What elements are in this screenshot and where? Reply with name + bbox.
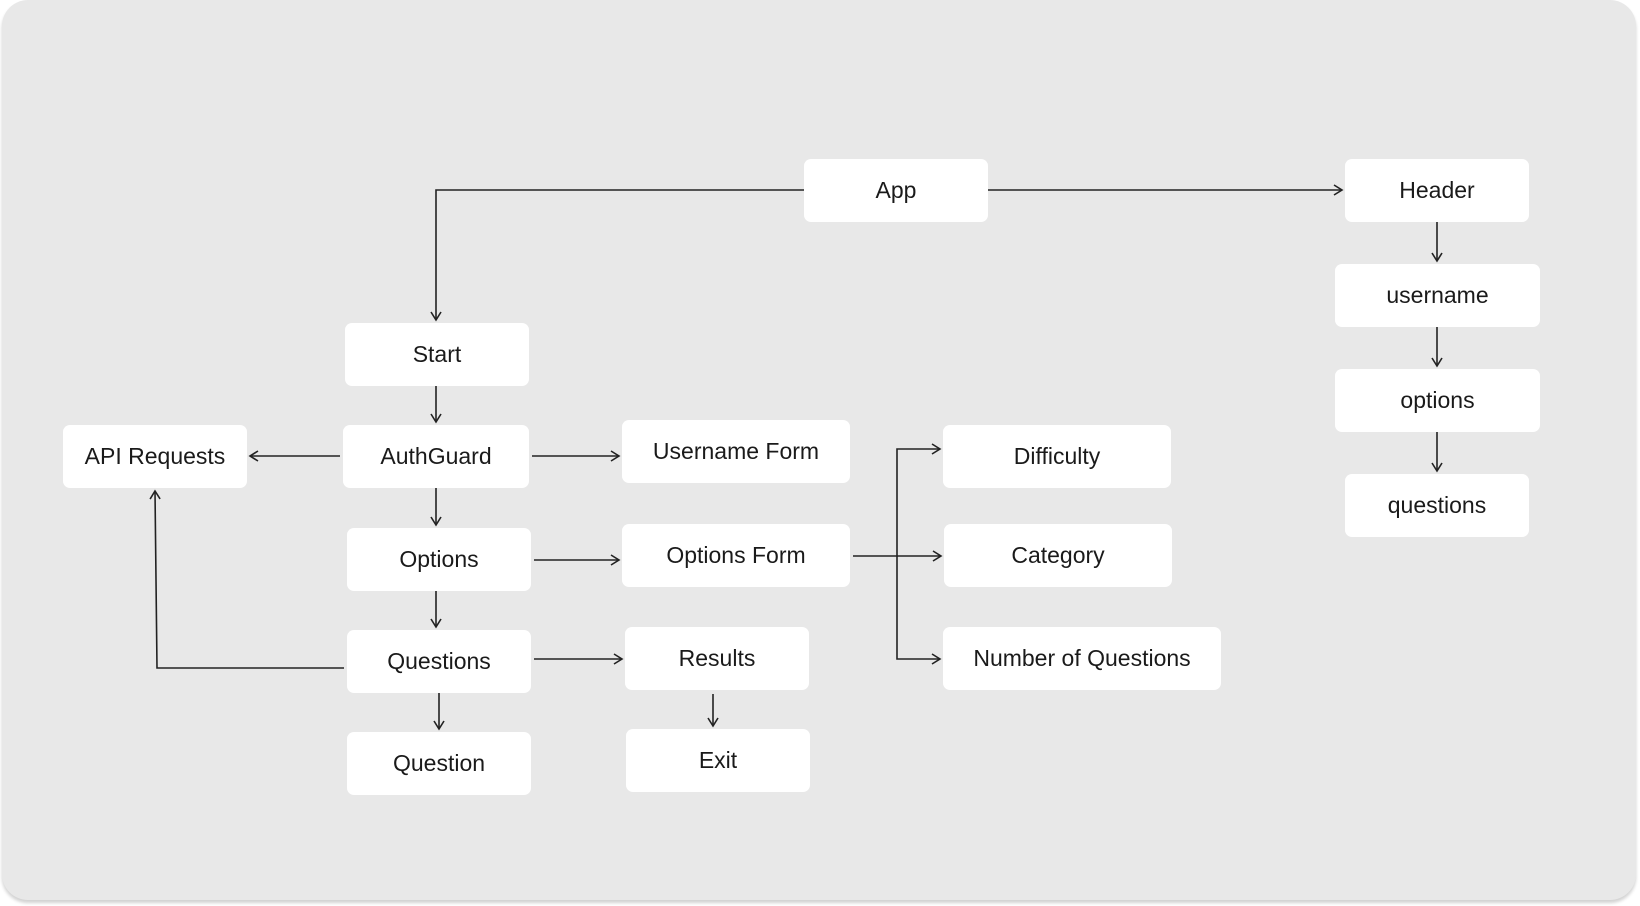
node-question: Question <box>347 732 531 795</box>
node-header-questions: questions <box>1345 474 1529 537</box>
node-header: Header <box>1345 159 1529 222</box>
node-authguard: AuthGuard <box>343 425 529 488</box>
node-options: Options <box>347 528 531 591</box>
node-username-form: Username Form <box>622 420 850 483</box>
node-app: App <box>804 159 988 222</box>
node-difficulty: Difficulty <box>943 425 1171 488</box>
node-header-options: options <box>1335 369 1540 432</box>
node-results: Results <box>625 627 809 690</box>
node-start: Start <box>345 323 529 386</box>
node-number-of-questions: Number of Questions <box>943 627 1221 690</box>
edge-questions-api <box>149 489 344 669</box>
node-api-requests: API Requests <box>63 425 247 488</box>
edge-optionsform-difficulty <box>853 443 942 557</box>
node-options-form: Options Form <box>622 524 850 587</box>
edge-optionsform-numq <box>896 556 942 665</box>
node-questions: Questions <box>347 630 531 693</box>
edge-app-start <box>430 189 804 322</box>
node-header-username: username <box>1335 264 1540 327</box>
node-category: Category <box>944 524 1172 587</box>
node-exit: Exit <box>626 729 810 792</box>
